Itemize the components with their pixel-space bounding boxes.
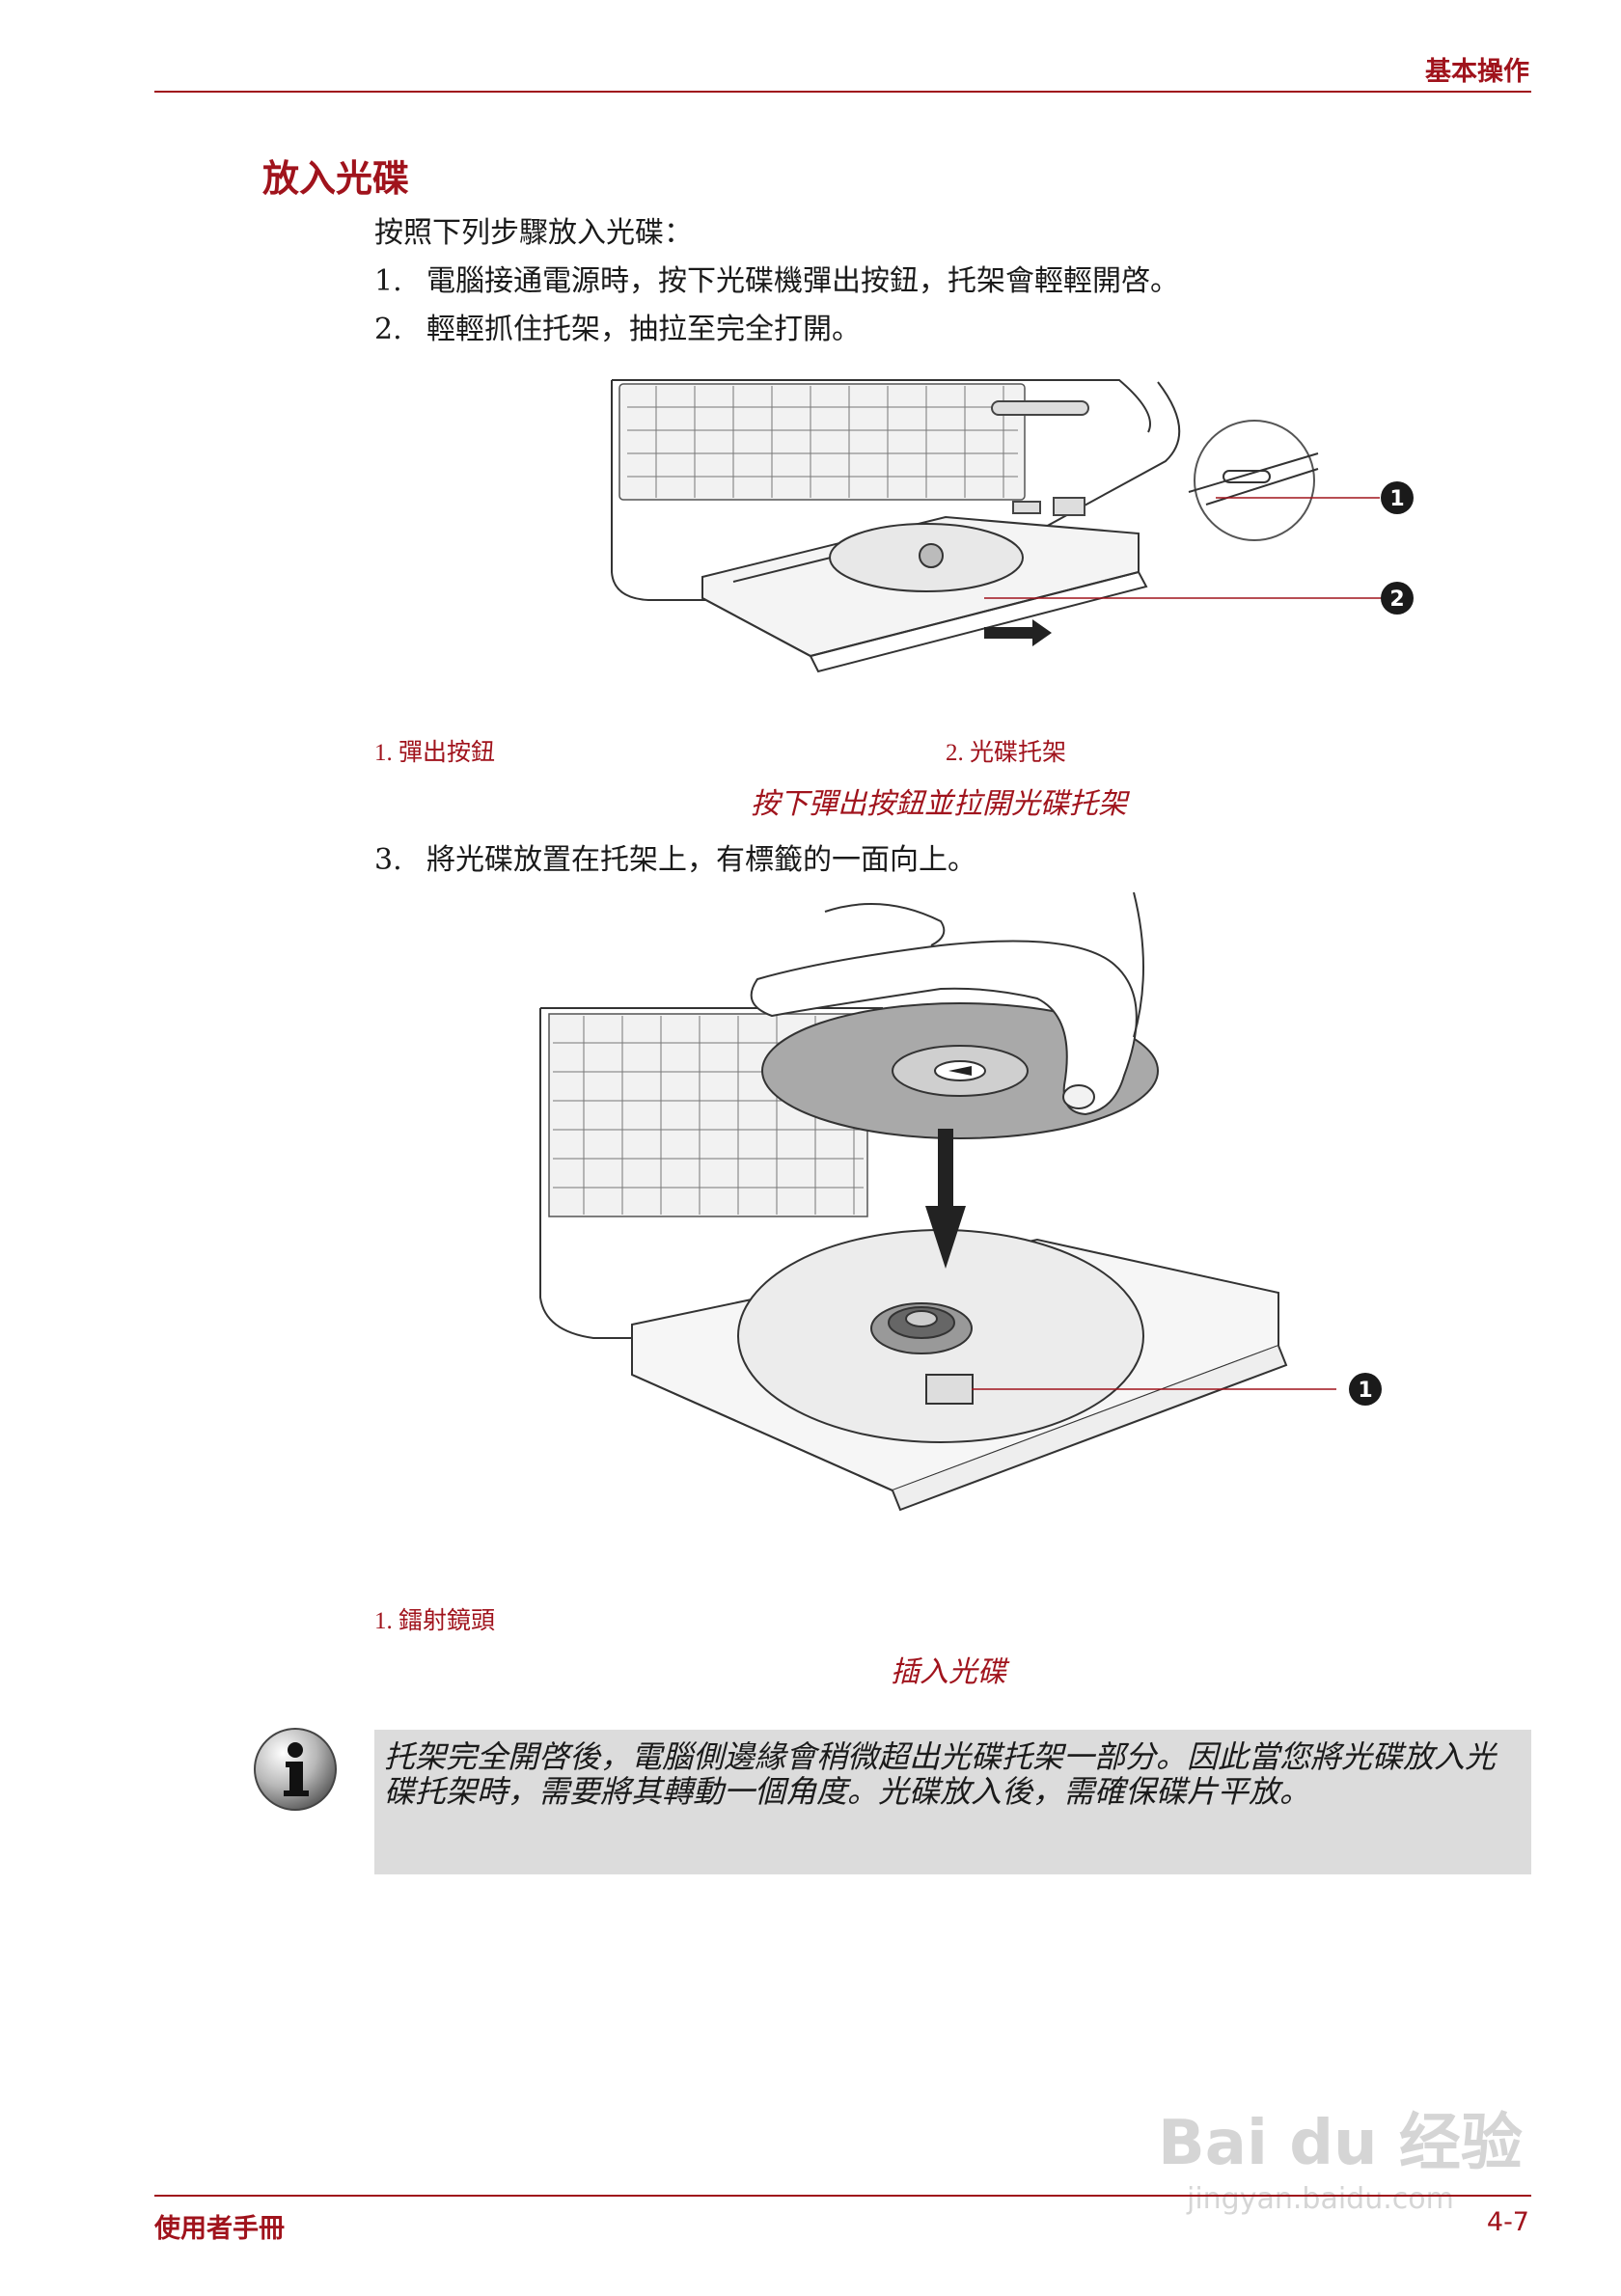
intro-text: 按照下列步驟放入光碟： — [374, 216, 693, 250]
watermark-brand: Bai du 经验 — [1158, 2108, 1523, 2179]
figure-insert-disc: 1 — [539, 892, 1382, 1512]
step-text: 將光碟放置在托架上，有標籤的一面向上。 — [426, 843, 976, 877]
svg-text:2: 2 — [1389, 588, 1404, 612]
page-number: 4-7 — [1486, 2207, 1529, 2237]
figure-1-caption: 按下彈出按鈕並拉開光碟托架 — [751, 788, 1127, 820]
step-number: 2. — [374, 313, 402, 346]
callout-badge-1: 1 — [1381, 481, 1414, 514]
section-title: 放入光碟 — [262, 157, 410, 200]
svg-text:1: 1 — [1389, 487, 1404, 511]
legend-disc-tray: 2. 光碟托架 — [946, 740, 1067, 766]
pull-direction-arrow — [984, 619, 1052, 646]
svg-text:1: 1 — [1358, 1379, 1372, 1403]
note-box: 托架完全開啓後，電腦側邊緣會稍微超出光碟托架一部分。因此當您將光碟放入光碟托架時… — [374, 1730, 1531, 1874]
callout-badge-2: 2 — [1381, 582, 1414, 615]
step-number: 3. — [374, 843, 402, 877]
watermark-url: jingyan.baidu.com — [1187, 2182, 1454, 2216]
step-1: 1. 電腦接通電源時，按下光碟機彈出按鈕，托架會輕輕開啓。 — [374, 264, 1179, 299]
watermark: Bai du 经验 jingyan.baidu.com — [1158, 2093, 1523, 2216]
step-3: 3. 將光碟放置在托架上，有標籤的一面向上。 — [374, 843, 976, 878]
footer-rule — [154, 2195, 1531, 2197]
step-text: 輕輕抓住托架，抽拉至完全打開。 — [426, 313, 861, 346]
insert-direction-arrow — [925, 1129, 966, 1269]
legend-eject-button: 1. 彈出按鈕 — [374, 740, 496, 766]
info-icon — [254, 1728, 337, 1811]
step-2: 2. 輕輕抓住托架，抽拉至完全打開。 — [374, 313, 861, 347]
note-text: 托架完全開啓後，電腦側邊緣會稍微超出光碟托架一部分。因此當您將光碟放入光碟托架時… — [384, 1738, 1497, 1811]
figure-2-caption: 插入光碟 — [891, 1656, 1006, 1688]
callout-badge-1: 1 — [1349, 1373, 1382, 1406]
header-rule — [154, 91, 1531, 93]
step-number: 1. — [374, 264, 402, 298]
step-text: 電腦接通電源時，按下光碟機彈出按鈕，托架會輕輕開啓。 — [426, 264, 1179, 298]
manual-title: 使用者手冊 — [154, 2214, 285, 2244]
figure-eject-tray: 1 2 — [611, 379, 1414, 673]
chapter-header: 基本操作 — [1425, 57, 1529, 87]
legend-laser-lens: 1. 鐳射鏡頭 — [374, 1608, 496, 1634]
